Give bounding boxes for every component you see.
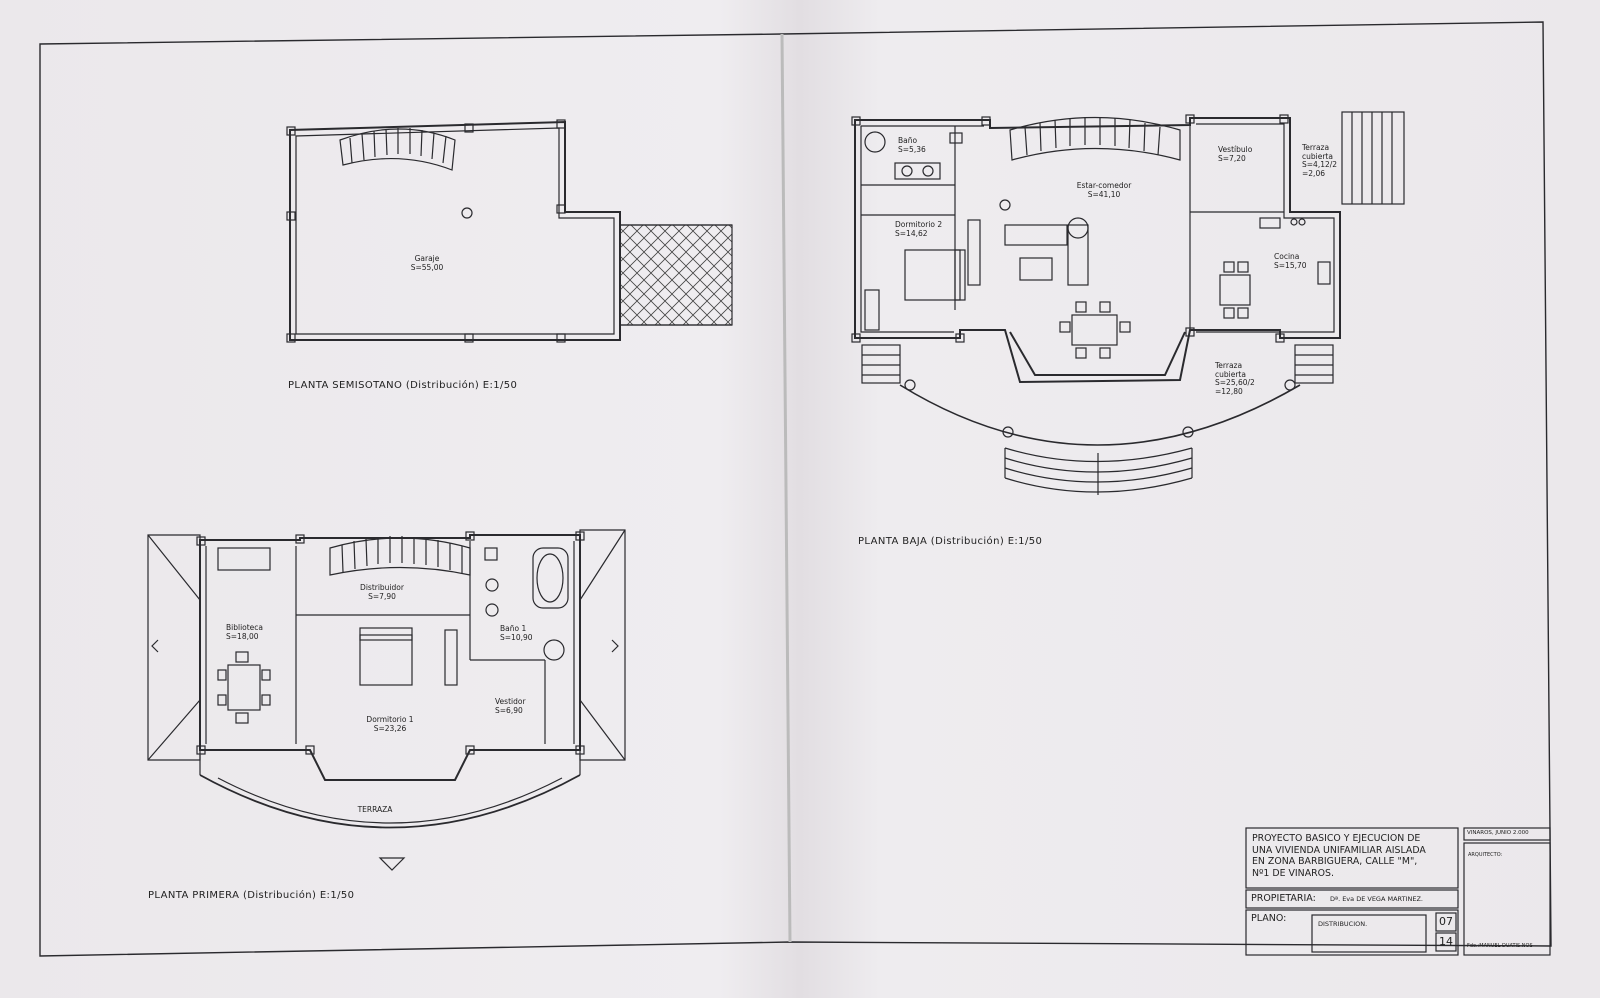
room-bano-1: Baño 1 S=10,90 [500,624,533,642]
plan-title-baja: PLANTA BAJA (Distribución) E:1/50 [858,536,1043,547]
owner-label: PROPIETARIA: [1251,893,1316,904]
plan-primera [147,529,626,871]
room-terraza: TERRAZA [357,805,393,815]
room-area: S=4,12/2 =2,06 [1302,160,1338,178]
project-description: PROYECTO BASICO Y EJECUCION DE UNA VIVIE… [1252,833,1426,879]
room-name: Vestíbulo [1218,145,1253,154]
room-area: S=10,90 [500,632,533,642]
architect-label: ARQUITECTO: [1468,852,1503,858]
room-estar-comedor: Estar-comedor S=41,10 [1076,181,1132,199]
room-name: Terraza cubierta [1302,143,1333,161]
room-vestidor: Vestidor S=6,90 [495,697,526,715]
room-bano: Baño S=5,36 [898,136,926,154]
room-terraza-cubierta-2: Terraza cubierta S=25,60/2 =12,80 [1215,361,1270,396]
plan-semisotano [286,119,733,343]
plan-label: PLANO: [1251,913,1287,924]
room-name: Baño 1 [500,624,527,633]
room-name: Dormitorio 1 [366,715,414,724]
room-name: TERRAZA [357,805,393,814]
room-terraza-cubierta-1: Terraza cubierta S=4,12/2 =2,06 [1302,143,1352,178]
room-name: Dormitorio 2 [895,220,943,229]
title-block-frame [1245,827,1551,956]
plan-title-primera: PLANTA PRIMERA (Distribución) E:1/50 [148,890,355,901]
project-line: EN ZONA BARBIGUERA, CALLE "M", [1252,856,1418,867]
room-area: S=15,70 [1274,260,1307,270]
room-name: Baño [898,136,918,145]
room-name: Estar-comedor [1076,181,1132,190]
room-area: S=7,20 [1218,153,1246,163]
room-name: Cocina [1274,252,1300,261]
date: VINAROS, JUNIO 2.000 [1467,830,1529,836]
plan-title-semisotano: PLANTA SEMISOTANO (Distribución) E:1/50 [288,380,518,391]
room-distribuidor: Distribuidor S=7,90 [360,583,404,601]
project-line: UNA VIVIENDA UNIFAMILIAR AISLADA [1252,844,1426,856]
room-dormitorio-2: Dormitorio 2 S=14,62 [895,220,943,238]
room-cocina: Cocina S=15,70 [1274,252,1307,270]
sheet-total: 14 [1439,935,1453,948]
room-name: Garaje [414,254,440,263]
room-area: S=14,62 [895,228,928,238]
room-area: S=7,90 [368,591,396,601]
room-area: S=55,00 [410,262,444,272]
room-area: S=41,10 [1087,189,1121,199]
room-area: S=23,26 [373,723,407,733]
plan-name: DISTRIBUCION. [1318,920,1368,928]
project-line: PROYECTO BASICO Y EJECUCION DE [1252,833,1421,844]
room-dormitorio-1: Dormitorio 1 S=23,26 [366,715,414,733]
room-name: Vestidor [495,697,526,706]
room-name: Distribuidor [360,583,404,592]
sheet-number: 07 [1439,915,1453,928]
room-biblioteca: Biblioteca S=18,00 [226,623,264,641]
signature: Fdo.:MANUEL DUATIS NOS [1467,943,1533,949]
room-area: S=25,60/2 =12,80 [1215,378,1255,396]
project-line: Nº1 DE VINAROS. [1252,867,1334,879]
room-area: S=6,90 [495,705,523,715]
room-area: S=5,36 [898,144,926,154]
room-name: Biblioteca [226,623,264,632]
room-area: S=18,00 [226,631,259,641]
room-name: Terraza cubierta [1215,361,1246,379]
room-vestibulo: Vestíbulo S=7,20 [1218,145,1253,163]
plan-baja [851,111,1405,495]
owner-name: Dª. Eva DE VEGA MARTINEZ. [1330,895,1423,903]
room-garaje: Garaje S=55,00 [410,254,444,272]
